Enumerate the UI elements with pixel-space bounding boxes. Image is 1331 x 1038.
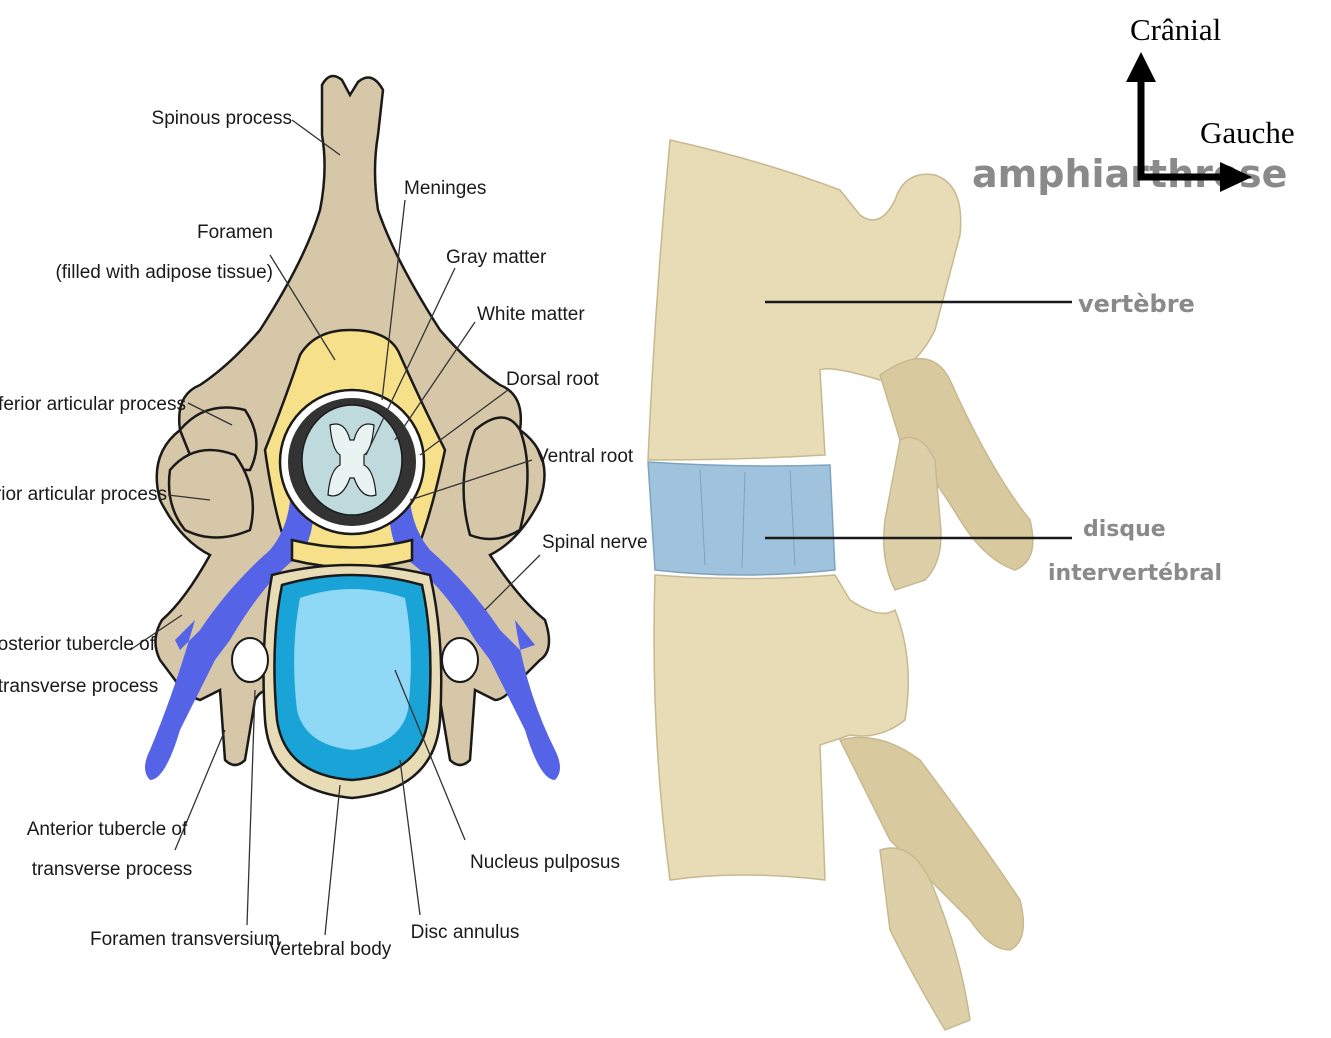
label-posterior-tubercle-1: Posterior tubercle of [0, 634, 156, 655]
nucleus-pulposus [294, 589, 411, 750]
label-foramen-transversium: Foramen transversium [90, 929, 280, 950]
foramen-transversium-left [232, 638, 268, 682]
superior-articular-process [169, 450, 253, 538]
cranial-arrow-head-icon [1126, 52, 1156, 82]
cervical-vertebra-diagram: Spinous process Meninges Foramen (filled… [0, 76, 648, 960]
upper-transverse-process [884, 438, 941, 591]
label-posterior-tubercle-2: transverse process [0, 676, 158, 697]
label-anterior-tubercle-1: Anterior tubercle of [27, 819, 188, 840]
foramen-transversium-right [442, 638, 478, 682]
label-spinal-nerve: Spinal nerve [542, 532, 648, 553]
label-gauche: Gauche [1200, 115, 1295, 150]
label-disque: disque [1083, 517, 1166, 542]
label-anterior-tubercle-2: transverse process [32, 859, 193, 880]
label-foramen-1: Foramen [197, 222, 273, 243]
label-gray-matter: Gray matter [446, 247, 547, 268]
label-vertebral-body: Vertebral body [269, 939, 392, 960]
lower-vertebra-body [654, 575, 908, 880]
leader-vertebral-body [325, 785, 340, 935]
label-white-matter: White matter [477, 304, 585, 325]
label-superior-articular-process: Superior articular process [0, 484, 167, 505]
lateral-spine-diagram: amphiarthrose vertèbre disque interverté… [648, 140, 1287, 1030]
label-disc-annulus: Disc annulus [411, 922, 520, 943]
label-spinous-process: Spinous process [152, 108, 292, 129]
label-dorsal-root: Dorsal root [506, 369, 600, 390]
label-foramen-2: (filled with adipose tissue) [55, 262, 273, 283]
label-nucleus-pulposus: Nucleus pulposus [470, 852, 620, 873]
leader-disc [400, 760, 420, 915]
label-inferior-articular-process: Inferior articular process [0, 394, 186, 415]
label-meninges: Meninges [404, 178, 486, 199]
label-intervertebral: intervertébral [1048, 561, 1222, 586]
label-ventral-root: Ventral root [536, 446, 634, 467]
label-cranial: Crânial [1130, 12, 1221, 47]
intervertebral-disc [648, 462, 835, 575]
label-vertebre: vertèbre [1078, 290, 1195, 318]
right-articular-process [464, 418, 528, 540]
